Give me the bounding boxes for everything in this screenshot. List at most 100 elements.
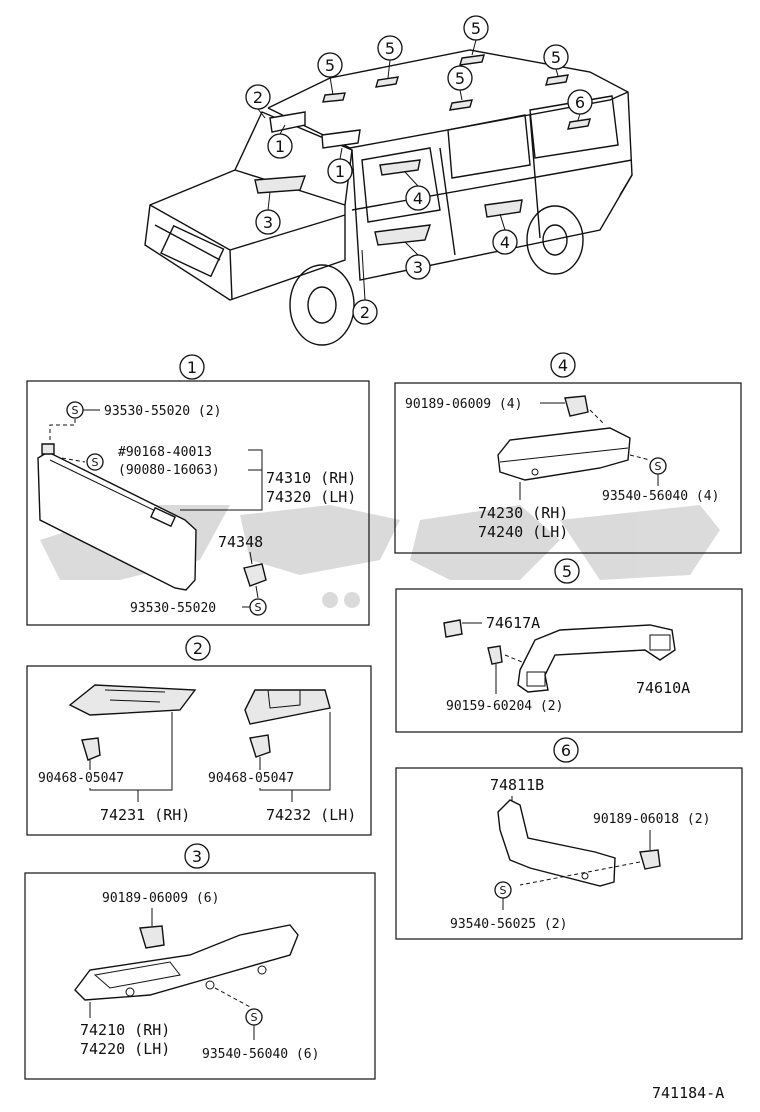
callout-number-5: 5 [385, 39, 395, 58]
callout-number-3: 3 [413, 258, 423, 277]
callout-leader [361, 249, 366, 301]
section-6-label: 6 [561, 741, 571, 760]
part-74231-rh: 74231 (RH) [100, 806, 190, 824]
callout-number-4: 4 [413, 189, 423, 208]
callout-number-1: 1 [335, 162, 345, 181]
part-90189-06018-2: 90189-06018 (2) [593, 812, 710, 827]
callout-circle [405, 185, 431, 211]
svg-text:S: S [500, 884, 507, 897]
callout-number-5: 5 [551, 48, 561, 67]
section-6-box [395, 767, 743, 940]
clip-lh [249, 734, 271, 758]
callout-leader [257, 108, 266, 119]
part-74240-lh: 74240 (LH) [478, 523, 568, 541]
callout-circle [377, 35, 403, 61]
svg-text:S: S [72, 404, 79, 417]
figure-id: 741184-A [652, 1084, 724, 1102]
callout-leader [339, 147, 343, 160]
section-3-label: 3 [192, 847, 202, 866]
callout-leader [329, 76, 334, 96]
part-74617a: 74617A [486, 614, 540, 632]
callout-number-6: 6 [575, 93, 585, 112]
screw-s-icon [86, 453, 104, 471]
assist-grip [497, 427, 631, 481]
part-74811b: 74811B [490, 776, 544, 794]
part-74210-rh: 74210 (RH) [80, 1021, 170, 1039]
section-4-box [394, 382, 742, 554]
callout-leader [279, 124, 286, 135]
switch-base-lh [244, 689, 331, 725]
svg-text:S: S [655, 460, 662, 473]
callout-circle [327, 158, 353, 184]
clip-icon [139, 925, 165, 949]
door-armrest [74, 924, 299, 1001]
callout-circle [447, 65, 473, 91]
svg-text:S: S [255, 601, 262, 614]
clip-rh [81, 737, 101, 761]
section-4-label: 4 [558, 356, 568, 375]
section-3: 3 90189-06009 (6) 74210 (RH) 74220 (LH) … [24, 843, 376, 1080]
part-74232-lh: 74232 (LH) [266, 806, 356, 824]
section-1-box [26, 380, 370, 626]
callout-circle [567, 89, 593, 115]
sun-visor [37, 451, 197, 591]
vehicle-overview [144, 49, 633, 346]
part-74610a: 74610A [636, 679, 690, 697]
callout-circle [245, 84, 271, 110]
callout-number-3: 3 [263, 213, 273, 232]
part-93540-56025-2: 93540-56025 (2) [450, 917, 567, 932]
section-5-label: 5 [562, 562, 572, 581]
callout-circle [317, 52, 343, 78]
callout-circle [543, 44, 569, 70]
clip-icon [564, 395, 589, 417]
callout-leader [387, 59, 391, 79]
callout-leader [499, 213, 506, 231]
part-90189-06009-4: 90189-06009 (4) [405, 397, 522, 412]
section-1: 1 S 93530-55020 (2) S #90168-40013 (9008… [26, 354, 370, 626]
part-93530-55020-2: 93530-55020 (2) [104, 404, 221, 419]
part-93530-55020: 93530-55020 [130, 601, 216, 616]
callout-number-4: 4 [500, 233, 510, 252]
section-4: 4 90189-06009 (4) S 93540-56040 (4) 7423… [394, 352, 742, 554]
callout-number-5: 5 [325, 56, 335, 75]
section-6: 6 74811B 90189-06018 (2) S 93540-56025 (… [395, 737, 743, 940]
callout-circle [463, 15, 489, 41]
part-93540-56040-6: 93540-56040 (6) [202, 1047, 319, 1062]
part-90159-60204-2: 90159-60204 (2) [446, 699, 563, 714]
callout-number-1: 1 [275, 137, 285, 156]
callout-number-2: 2 [360, 303, 370, 322]
callout-circle [405, 254, 431, 280]
callout-leader [459, 89, 463, 101]
bolt-icon [487, 645, 503, 665]
assist-grip-roof [517, 624, 676, 693]
svg-text:S: S [92, 456, 99, 469]
callout-circle [255, 209, 281, 235]
section-1-label: 1 [187, 358, 197, 377]
part-74348: 74348 [218, 533, 263, 551]
svg-text:S: S [251, 1011, 258, 1024]
assist-grip-rear [497, 799, 616, 887]
callout-leader [555, 68, 559, 77]
callout-leader [404, 171, 419, 187]
part-90468-05047-rh: 90468-05047 [38, 771, 124, 786]
part-90168-40013: #90168-40013 [118, 445, 212, 460]
visor-bracket [41, 443, 55, 455]
callout-circle [267, 133, 293, 159]
callout-leader [267, 191, 271, 211]
cover-cap [443, 619, 463, 638]
visor-holder [243, 563, 267, 587]
section-2: 2 90468-05047 74231 (RH) 90468-05047 742… [26, 635, 372, 836]
callout-number-5: 5 [455, 69, 465, 88]
section-2-box [26, 665, 372, 836]
part-74230-rh: 74230 (RH) [478, 504, 568, 522]
callout-circle [352, 299, 378, 325]
section-1-number [179, 354, 205, 380]
section-5-box [395, 588, 743, 733]
section-5: 5 74617A 74610A 90159-60204 (2) [395, 558, 743, 733]
callout-leader [404, 241, 419, 256]
switch-base-rh [68, 684, 197, 716]
callout-circle [492, 229, 518, 255]
part-74310-rh: 74310 (RH) [266, 469, 356, 487]
